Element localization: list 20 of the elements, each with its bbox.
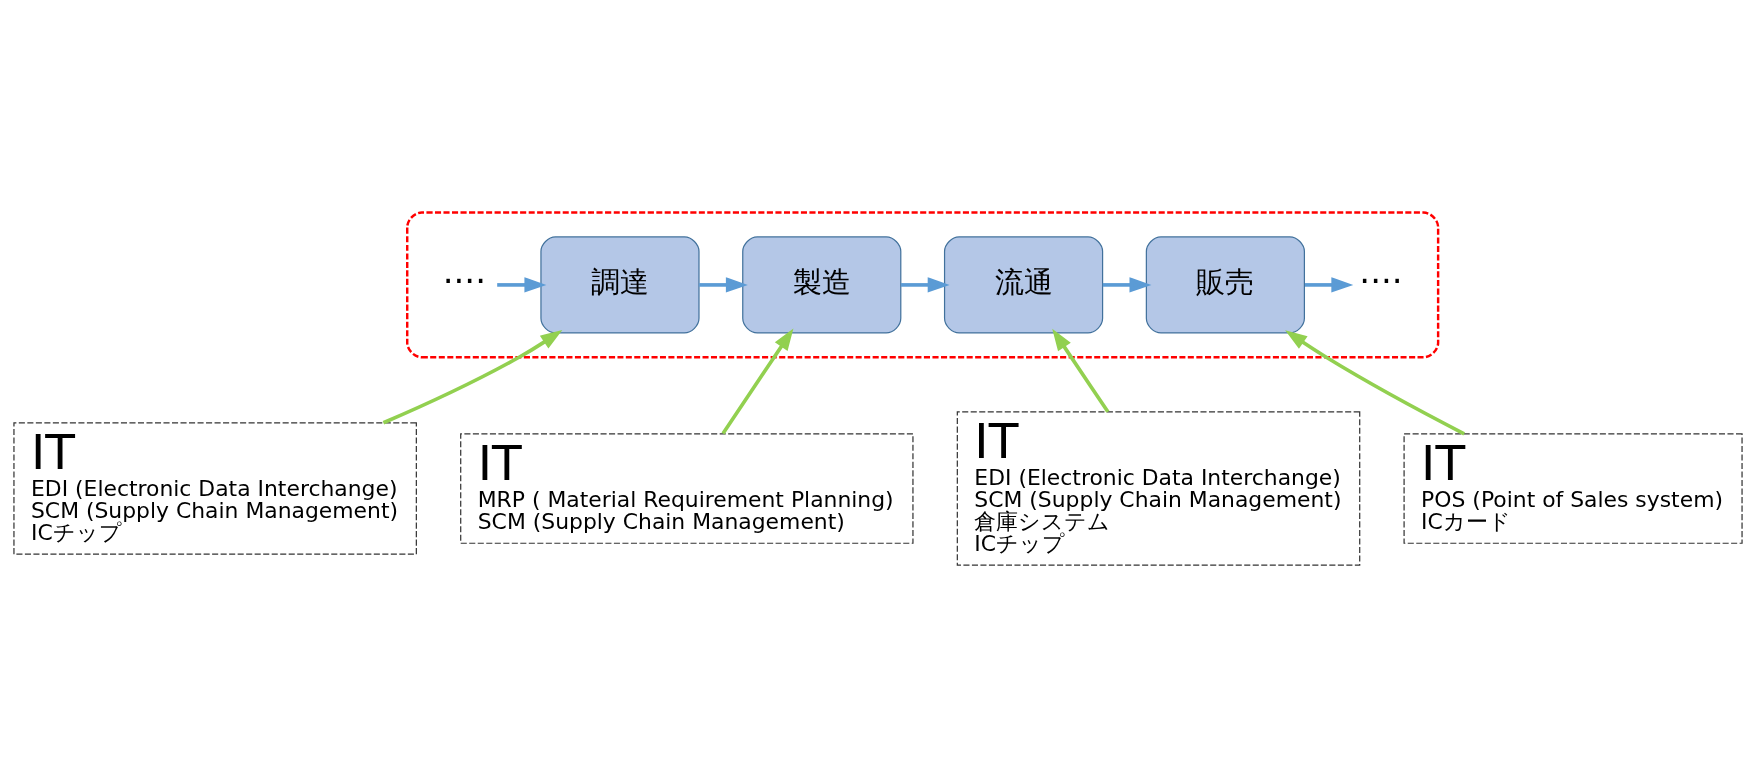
node-box: 製造: [742, 235, 902, 334]
arrow: [1285, 329, 1466, 435]
cluster: [406, 210, 1440, 358]
arrow: [699, 276, 748, 293]
node-box: IT EDI (Electronic Data Interchange) SCM (Supply Chain Management) ICチップ: [13, 421, 417, 555]
arrow: [721, 327, 794, 434]
node-text: ····: [1359, 260, 1403, 301]
arrow: [1102, 276, 1152, 293]
arrow: [1052, 328, 1110, 413]
arrow: [901, 276, 950, 293]
node-box: IT EDI (Electronic Data Interchange) SCM (Supply Chain Management) 倉庫システム ICチップ: [956, 410, 1361, 566]
arrow: [497, 276, 547, 293]
node-box: 流通: [943, 235, 1104, 334]
arrow: [1305, 276, 1354, 293]
node-box: 調達: [540, 235, 700, 334]
arrow: [382, 329, 563, 424]
node-text: ····: [442, 260, 486, 301]
node-box: IT POS (Point of Sales system) ICカード: [1403, 432, 1743, 544]
node-box: IT MRP ( Material Requirement Planning) SCM (Supply Chain Management): [460, 432, 914, 544]
node-box: 販売: [1145, 235, 1305, 334]
